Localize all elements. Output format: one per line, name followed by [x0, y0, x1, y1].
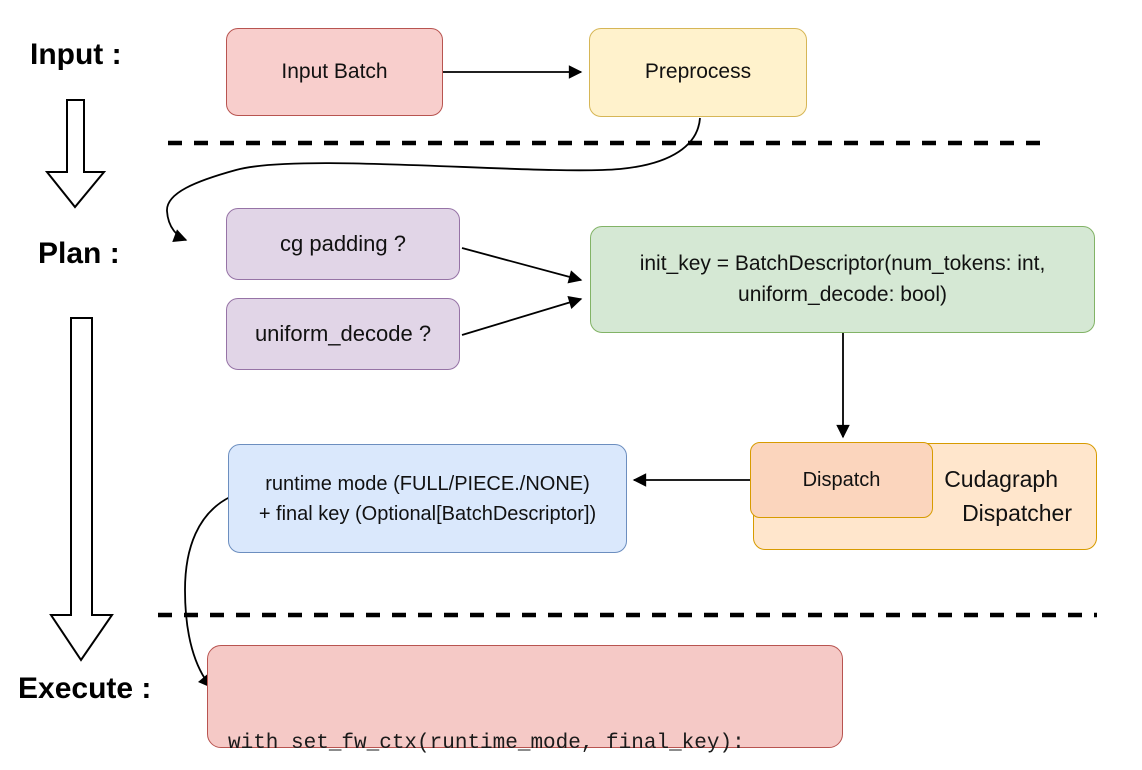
node-preprocess-label: Preprocess	[644, 60, 752, 84]
node-cg-padding: cg padding ?	[226, 208, 460, 280]
node-runtime-mode-line1: runtime mode (FULL/PIECE./NONE)	[265, 472, 590, 495]
arrow-runtimemode-to-execute	[184, 496, 231, 689]
node-runtime-mode: runtime mode (FULL/PIECE./NONE) + final …	[228, 444, 627, 553]
node-uniform-decode-label: uniform_decode ?	[254, 321, 432, 347]
node-cudagraph-dispatcher-line2: Dispatcher	[962, 499, 1072, 526]
node-dispatch: Dispatch	[750, 442, 933, 518]
node-init-key-line1: init_key = BatchDescriptor(num_tokens: i…	[639, 252, 1046, 276]
node-init-key-line2: uniform_decode: bool)	[738, 282, 947, 306]
execute-code-line1: with set_fw_ctx(runtime_mode, final_key)…	[228, 732, 745, 755]
node-input-batch: Input Batch	[226, 28, 443, 116]
node-uniform-decode: uniform_decode ?	[226, 298, 460, 370]
arrow-cgpadding-to-initkey	[461, 247, 583, 284]
arrow-preprocess-to-cgpadding	[166, 117, 701, 243]
stage-arrow-plan-to-execute-icon	[49, 317, 114, 662]
stage-label-execute: Execute :	[18, 672, 152, 705]
node-cudagraph-dispatcher-line1: Cudagraph	[944, 466, 1058, 493]
stage-label-plan: Plan :	[38, 237, 120, 270]
stage-label-input: Input :	[30, 38, 122, 71]
stage-arrow-input-to-plan-icon	[44, 99, 107, 209]
arrow-uniformdecode-to-initkey	[461, 296, 583, 336]
node-input-batch-label: Input Batch	[281, 59, 388, 83]
node-preprocess: Preprocess	[589, 28, 807, 117]
node-runtime-mode-line2: + final key (Optional[BatchDescriptor])	[258, 502, 597, 525]
node-cg-padding-label: cg padding ?	[280, 231, 406, 257]
node-execute-code: with set_fw_ctx(runtime_mode, final_key)…	[207, 645, 843, 755]
node-init-key: init_key = BatchDescriptor(num_tokens: i…	[590, 226, 1095, 333]
node-dispatch-label: Dispatch	[802, 468, 881, 491]
